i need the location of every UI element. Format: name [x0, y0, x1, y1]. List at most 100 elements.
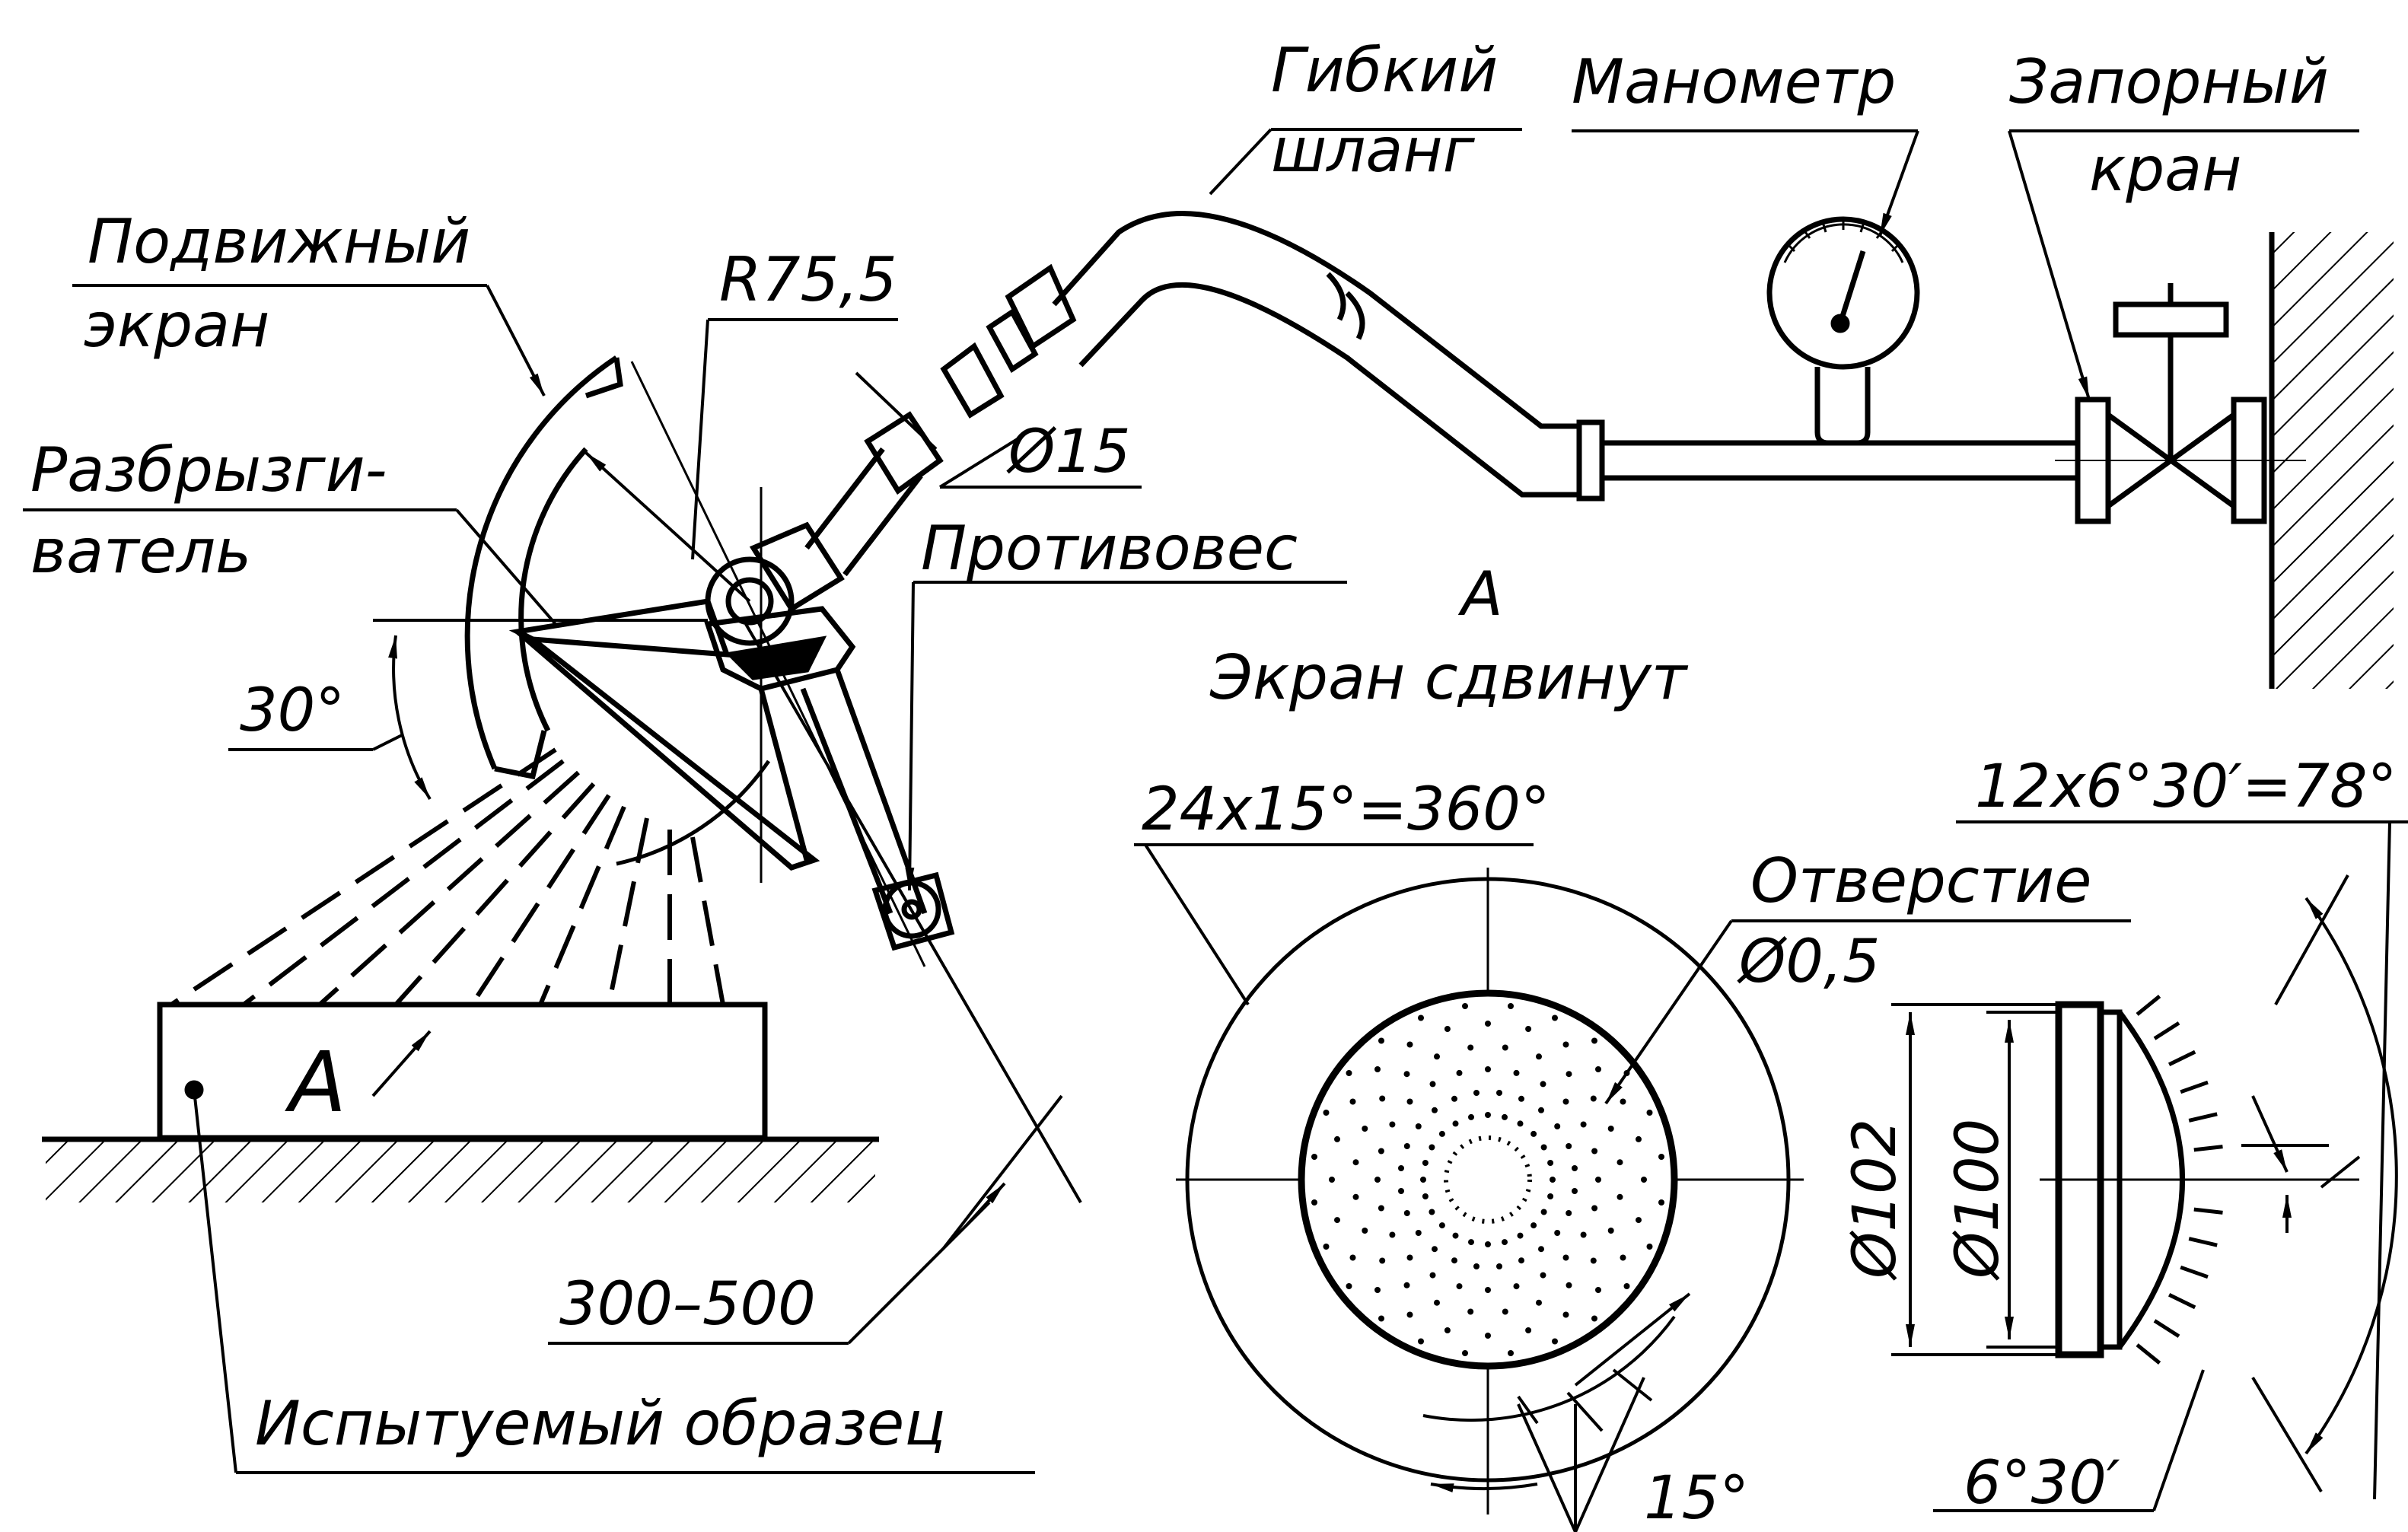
pipe [1576, 419, 2078, 502]
view-a-holes [1311, 1003, 1664, 1356]
spray-hole [1434, 1053, 1440, 1060]
spray-hole [1562, 1311, 1569, 1318]
dimension-holes-formula: 24x15°=360° [1142, 776, 1550, 844]
side-view-dimensions [1891, 820, 2408, 1512]
spray-hole [1552, 1014, 1558, 1021]
spray-hole [1406, 1254, 1413, 1261]
spray-hole [1429, 1144, 1435, 1151]
view-a-dimensions [1134, 843, 2131, 1532]
side-view-angle-ticks [2136, 995, 2223, 1365]
spray-hole [1562, 1041, 1569, 1048]
spray-hole [1352, 1159, 1359, 1166]
spray-hole [1406, 1311, 1413, 1318]
spray-hole [1496, 1263, 1502, 1269]
spray-hole [1580, 1121, 1587, 1128]
spray-hole [1540, 1272, 1546, 1279]
angle-tick [2168, 1049, 2196, 1067]
shutoff-valve [2055, 283, 2306, 524]
spray-hole [1538, 1107, 1544, 1113]
spray-hole [1485, 1066, 1491, 1072]
spray-hole [1552, 1338, 1558, 1345]
label-valve-1: Запорный [2009, 46, 2329, 117]
spray-hole [1646, 1110, 1653, 1116]
spray-hole [1403, 1143, 1410, 1149]
spray-hole [1550, 1177, 1556, 1183]
spray-hole [1538, 1246, 1544, 1253]
angle-tick [2168, 1292, 2196, 1310]
spray-hole [1323, 1110, 1330, 1116]
nozzle-centerlines [630, 361, 1082, 1204]
spray-hole [1346, 1070, 1352, 1076]
spray-hole [1418, 1338, 1424, 1345]
spray-hole [1502, 1044, 1508, 1051]
spray-hole [1349, 1098, 1356, 1105]
spray-hole [1422, 1160, 1429, 1166]
label-valve-2: кран [2089, 134, 2241, 205]
spray-hole [1398, 1188, 1404, 1194]
spray-hole [1456, 1283, 1463, 1290]
label-flexible-hose-1: Гибкий [1271, 35, 1498, 106]
spray-hole [1452, 1120, 1459, 1127]
spray-hole [1572, 1188, 1578, 1194]
spray-hole [1444, 1026, 1451, 1032]
leader-lines [23, 128, 2359, 1474]
spray-hole [1554, 1230, 1561, 1236]
spray-hole [1378, 1148, 1384, 1155]
angle-tick [2180, 1265, 2209, 1279]
angle-tick [2193, 1145, 2223, 1152]
spray-hole [1590, 1095, 1597, 1102]
spray-hole [1513, 1069, 1520, 1076]
spray-hole [1311, 1154, 1317, 1160]
spray-hole [1580, 1231, 1587, 1238]
dimension-distance: 300–500 [559, 1270, 816, 1339]
label-sprayer-2: ватель [30, 516, 251, 587]
view-a-face [1176, 868, 1804, 1514]
spray-hole [1536, 1299, 1542, 1306]
manometer-gauge [1766, 216, 1920, 446]
spray-hole [1517, 1120, 1524, 1127]
angle-tick [2153, 1021, 2180, 1040]
spray-hole [1607, 1126, 1614, 1132]
spray-hole [1590, 1257, 1597, 1264]
spray-hole [1591, 1148, 1598, 1155]
spray-hole [1485, 1021, 1491, 1027]
spray-hole [1374, 1287, 1381, 1293]
spray-hole [1620, 1098, 1626, 1105]
spray-hole [1562, 1254, 1569, 1261]
spray-hole [1540, 1209, 1547, 1215]
spray-hole [1456, 1069, 1463, 1076]
spray-hole [1379, 1257, 1386, 1264]
test-sample [157, 1002, 768, 1141]
label-view-a-arrow: А [285, 1034, 346, 1131]
label-flexible-hose-2: шланг [1271, 115, 1476, 186]
spray-hole [1378, 1315, 1384, 1322]
spray-hole [1607, 1228, 1614, 1234]
spray-hole [1311, 1199, 1317, 1206]
spray-hole [1616, 1159, 1623, 1166]
spray-hole [1429, 1272, 1436, 1279]
spray-hole [1432, 1107, 1438, 1113]
spray-hole [1349, 1254, 1356, 1261]
dimension-diameter-15: Ø15 [1006, 418, 1131, 486]
spray-hole [1616, 1193, 1623, 1200]
spray-hole [1378, 1205, 1384, 1212]
spray-hole [1636, 1135, 1642, 1142]
spray-hole [1508, 1350, 1514, 1356]
label-manometer: Манометр [1572, 46, 1896, 117]
spray-hole [1525, 1327, 1532, 1333]
label-moving-screen-2: экран [84, 290, 269, 361]
dimension-angle-formula: 12x6°30′=78° [1975, 753, 2397, 821]
spray-hole [1566, 1143, 1572, 1149]
spray-hole [1473, 1090, 1480, 1096]
angle-tick [2188, 1237, 2218, 1247]
spray-hole [1566, 1210, 1572, 1216]
spray-hole [1451, 1095, 1457, 1102]
spray-hole [1323, 1244, 1330, 1250]
spray-hole [1485, 1241, 1491, 1247]
label-view-a: А [1457, 559, 1503, 629]
spray-hole [1429, 1209, 1435, 1215]
angle-tick [2153, 1319, 2180, 1338]
spray-hole [1473, 1263, 1480, 1269]
spray-hole [1432, 1246, 1438, 1253]
dimension-diameter-100: Ø100 [1944, 1119, 2012, 1281]
